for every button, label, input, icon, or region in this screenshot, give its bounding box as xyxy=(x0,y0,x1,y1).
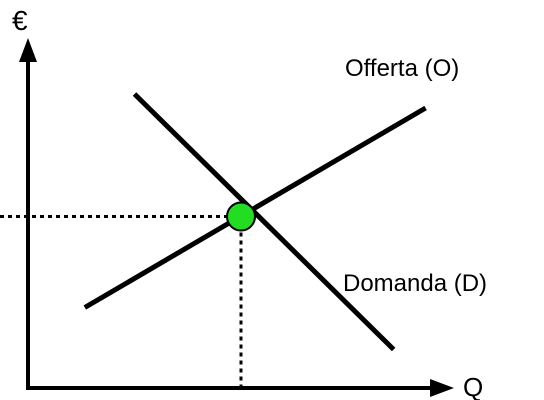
demand-curve xyxy=(132,92,396,352)
y-axis-arrow xyxy=(19,38,37,62)
demand-label: Domanda (D) xyxy=(343,270,487,297)
supply-label: Offerta (O) xyxy=(345,55,459,82)
y-axis-label: € xyxy=(12,5,28,36)
supply-curve xyxy=(83,105,427,310)
x-axis-arrow xyxy=(430,379,454,397)
equilibrium-point xyxy=(226,201,256,232)
x-axis-label: Q xyxy=(463,372,483,400)
